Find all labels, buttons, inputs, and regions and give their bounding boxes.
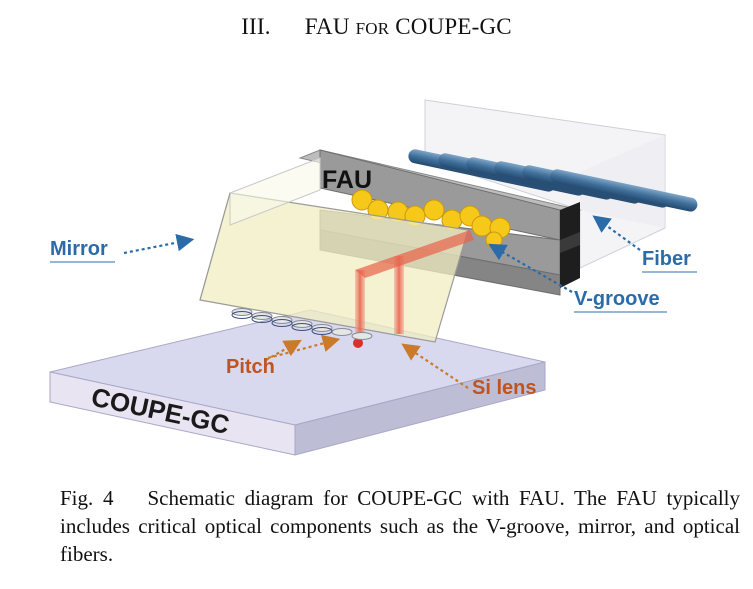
annotation-arrows bbox=[123, 215, 641, 389]
fau-label: FAU bbox=[322, 166, 372, 194]
mirror-label: Mirror bbox=[50, 238, 108, 260]
pitch-label: Pitch bbox=[226, 356, 275, 378]
section-title-main: FAU bbox=[304, 14, 356, 39]
fiber-label: Fiber bbox=[642, 248, 691, 270]
si-lens-array bbox=[231, 308, 373, 340]
section-title-end: COUPE-GC bbox=[389, 14, 512, 39]
caption-text: Schematic diagram for COUPE-GC with FAU.… bbox=[60, 486, 740, 566]
v-groove-label: V-groove bbox=[574, 288, 660, 310]
section-title-small: FOR bbox=[355, 19, 390, 38]
fau-schematic-figure: FAU Mirror Fiber V-groove Pitch Si lens … bbox=[49, 99, 698, 456]
coupe-gc-chip bbox=[49, 309, 546, 456]
laser-beam bbox=[353, 230, 474, 348]
section-heading: III. FAU FOR COUPE-GC bbox=[0, 14, 753, 40]
section-number: III. bbox=[241, 14, 271, 39]
optical-fibers bbox=[408, 149, 698, 212]
si-lens-label: Si lens bbox=[472, 377, 536, 399]
caption-label: Fig. 4 bbox=[60, 486, 114, 510]
